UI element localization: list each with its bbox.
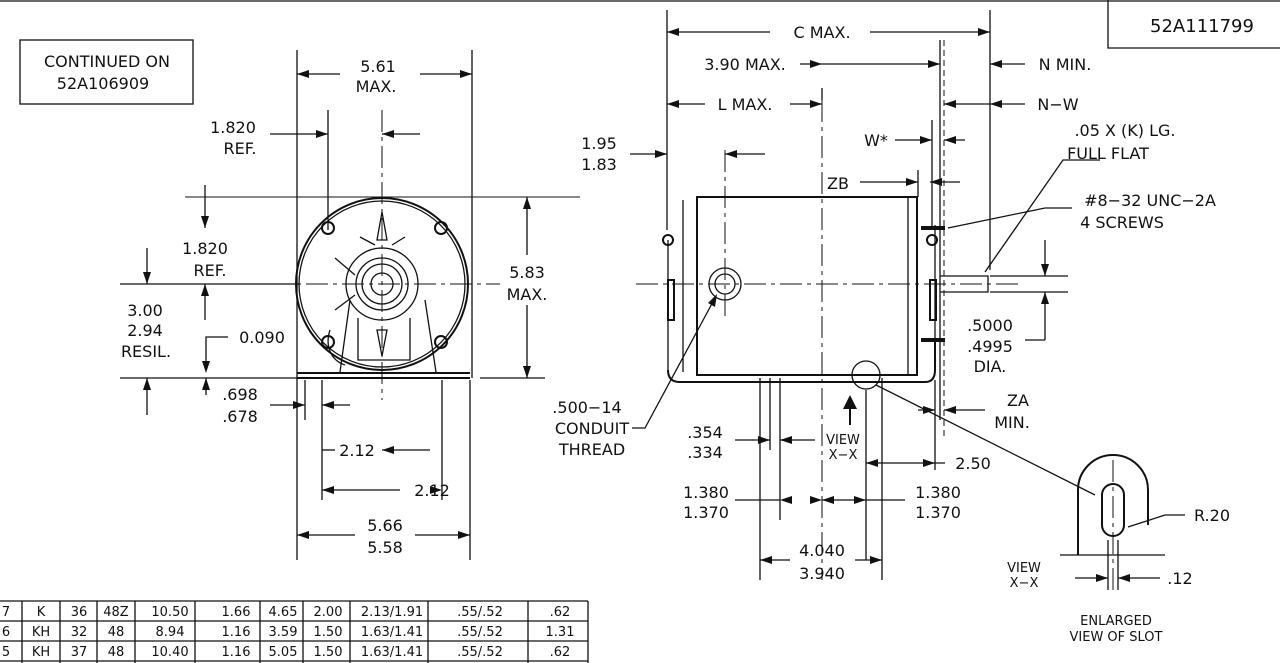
conduit-note-line3: THREAD bbox=[558, 440, 625, 459]
dim-1-380-right: 1.380 bbox=[915, 483, 961, 502]
note-line2: 52A106909 bbox=[57, 74, 149, 93]
table-cell: 8.94 bbox=[156, 625, 185, 640]
drawing-number: 52A111799 bbox=[1150, 16, 1254, 37]
slot-detail: R.20 VIEW X−X .12 ENLARGED VIEW OF SLOT bbox=[1007, 454, 1230, 645]
dim-5-61-suffix: MAX. bbox=[356, 77, 397, 96]
dim-dia: DIA. bbox=[974, 357, 1007, 376]
table-cell: 1.50 bbox=[314, 625, 343, 640]
drawing-number-box: 52A111799 bbox=[1107, 0, 1280, 49]
dimension-table: 7 K 36 48Z 10.50 1.66 4.65 2.00 2.13/1.91 .55/.52… bbox=[0, 600, 589, 663]
table-cell: 1.16 bbox=[222, 645, 251, 660]
dim-0-4995: .4995 bbox=[967, 337, 1013, 356]
dim-1-370-right: 1.370 bbox=[915, 503, 961, 522]
side-view: C MAX. 3.90 MAX. N MIN. L MAX. N−W W* .0… bbox=[552, 10, 1216, 583]
conduit-note-line2: CONDUIT bbox=[555, 419, 629, 438]
dim-5-61: 5.61 bbox=[360, 57, 396, 76]
table-cell: 32 bbox=[71, 625, 88, 640]
dim-w-star: W* bbox=[864, 131, 888, 150]
front-view: 5.61 MAX. 1.820 REF. 1.820 REF. 3.00 2.9… bbox=[120, 50, 580, 560]
conduit-note-line1: .500−14 bbox=[552, 398, 621, 417]
table-cell: 48 bbox=[108, 645, 125, 660]
table-cell: 48 bbox=[108, 625, 125, 640]
dim-zb: ZB bbox=[827, 174, 849, 193]
dim-1-820-top-suffix: REF. bbox=[224, 139, 257, 158]
table-cell: 2.00 bbox=[314, 605, 343, 620]
slot-view-label-line2: X−X bbox=[1010, 576, 1039, 591]
dim-1-83: 1.83 bbox=[581, 155, 617, 174]
dim-3-90-max: 3.90 MAX. bbox=[704, 55, 786, 74]
table-cell: .62 bbox=[550, 605, 571, 620]
table-cell: .55/.52 bbox=[457, 645, 503, 660]
flat-note-line1: .05 X (K) LG. bbox=[1074, 121, 1175, 140]
table-cell: 36 bbox=[71, 605, 88, 620]
table-cell: 1.63/1.41 bbox=[361, 645, 423, 660]
dim-za: ZA bbox=[1007, 391, 1029, 410]
dim-za-min: MIN. bbox=[994, 413, 1030, 432]
table-cell: 48Z bbox=[103, 605, 129, 620]
view-xx-label-line1: VIEW bbox=[826, 433, 860, 448]
note-line1: CONTINUED ON bbox=[44, 52, 170, 71]
table-cell: K bbox=[37, 605, 46, 620]
table-cell: .55/.52 bbox=[457, 625, 503, 640]
dim-2-12-b: 2.12 bbox=[414, 481, 450, 500]
dim-3-940: 3.940 bbox=[799, 564, 845, 583]
dim-c-max: C MAX. bbox=[793, 23, 850, 42]
dim-0-678: .678 bbox=[222, 407, 258, 426]
screws-note-line2: 4 SCREWS bbox=[1080, 213, 1164, 232]
dim-r-0-20: R.20 bbox=[1194, 506, 1230, 525]
dim-resil: RESIL. bbox=[121, 342, 171, 361]
table-cell: 4.65 bbox=[269, 605, 298, 620]
table-cell: 10.50 bbox=[151, 605, 188, 620]
table-cell: .62 bbox=[550, 645, 571, 660]
dim-0-12: .12 bbox=[1167, 569, 1192, 588]
dim-0-090: 0.090 bbox=[239, 328, 285, 347]
dim-n-w: N−W bbox=[1037, 95, 1078, 114]
table-cell: 10.40 bbox=[151, 645, 188, 660]
dim-1-820-top: 1.820 bbox=[210, 118, 256, 137]
dim-l-max: L MAX. bbox=[718, 95, 773, 114]
table-cell: 3.59 bbox=[269, 625, 298, 640]
table-cell: 5 bbox=[2, 645, 10, 660]
dim-n-min: N MIN. bbox=[1039, 55, 1092, 74]
dim-5-83: 5.83 bbox=[509, 263, 545, 282]
dim-0-354: .354 bbox=[687, 423, 723, 442]
flat-note-line2: FULL FLAT bbox=[1067, 144, 1149, 163]
dim-0-334: .334 bbox=[687, 443, 723, 462]
table-cell: KH bbox=[32, 625, 50, 640]
table-cell: 2.13/1.91 bbox=[361, 605, 423, 620]
dim-0-698: .698 bbox=[222, 385, 258, 404]
table-cell: KH bbox=[32, 645, 50, 660]
dim-2-12-a: 2.12 bbox=[339, 441, 375, 460]
dim-1-820-mid: 1.820 bbox=[182, 239, 228, 258]
slot-caption-line1: ENLARGED bbox=[1080, 614, 1152, 629]
dim-3-00: 3.00 bbox=[127, 301, 163, 320]
dim-5-83-suffix: MAX. bbox=[507, 285, 548, 304]
table-cell: 1.31 bbox=[546, 625, 575, 640]
dim-1-370-left: 1.370 bbox=[683, 503, 729, 522]
continued-note: CONTINUED ON 52A106909 bbox=[19, 39, 194, 105]
screws-note-line1: #8−32 UNC−2A bbox=[1084, 191, 1216, 210]
table-cell: 1.50 bbox=[314, 645, 343, 660]
table-cell: 5.05 bbox=[269, 645, 298, 660]
table-cell: 1.63/1.41 bbox=[361, 625, 423, 640]
table-cell: 1.16 bbox=[222, 625, 251, 640]
dim-2-94: 2.94 bbox=[127, 321, 163, 340]
slot-view-label-line1: VIEW bbox=[1007, 561, 1041, 576]
dim-1-820-mid-suffix: REF. bbox=[194, 261, 227, 280]
dim-2-50: 2.50 bbox=[955, 454, 991, 473]
dim-1-380-left: 1.380 bbox=[683, 483, 729, 502]
dim-5-66: 5.66 bbox=[367, 516, 403, 535]
table-cell: 7 bbox=[2, 605, 10, 620]
table-cell: 1.66 bbox=[222, 605, 251, 620]
dim-0-5000: .5000 bbox=[967, 316, 1013, 335]
table-cell: 6 bbox=[2, 625, 10, 640]
view-xx-label-line2: X−X bbox=[829, 448, 858, 463]
table-cell: .55/.52 bbox=[457, 605, 503, 620]
dim-4-040: 4.040 bbox=[799, 541, 845, 560]
dim-1-95: 1.95 bbox=[581, 134, 617, 153]
table-cell: 37 bbox=[71, 645, 88, 660]
dim-5-58: 5.58 bbox=[367, 538, 403, 557]
slot-caption-line2: VIEW OF SLOT bbox=[1070, 630, 1163, 645]
